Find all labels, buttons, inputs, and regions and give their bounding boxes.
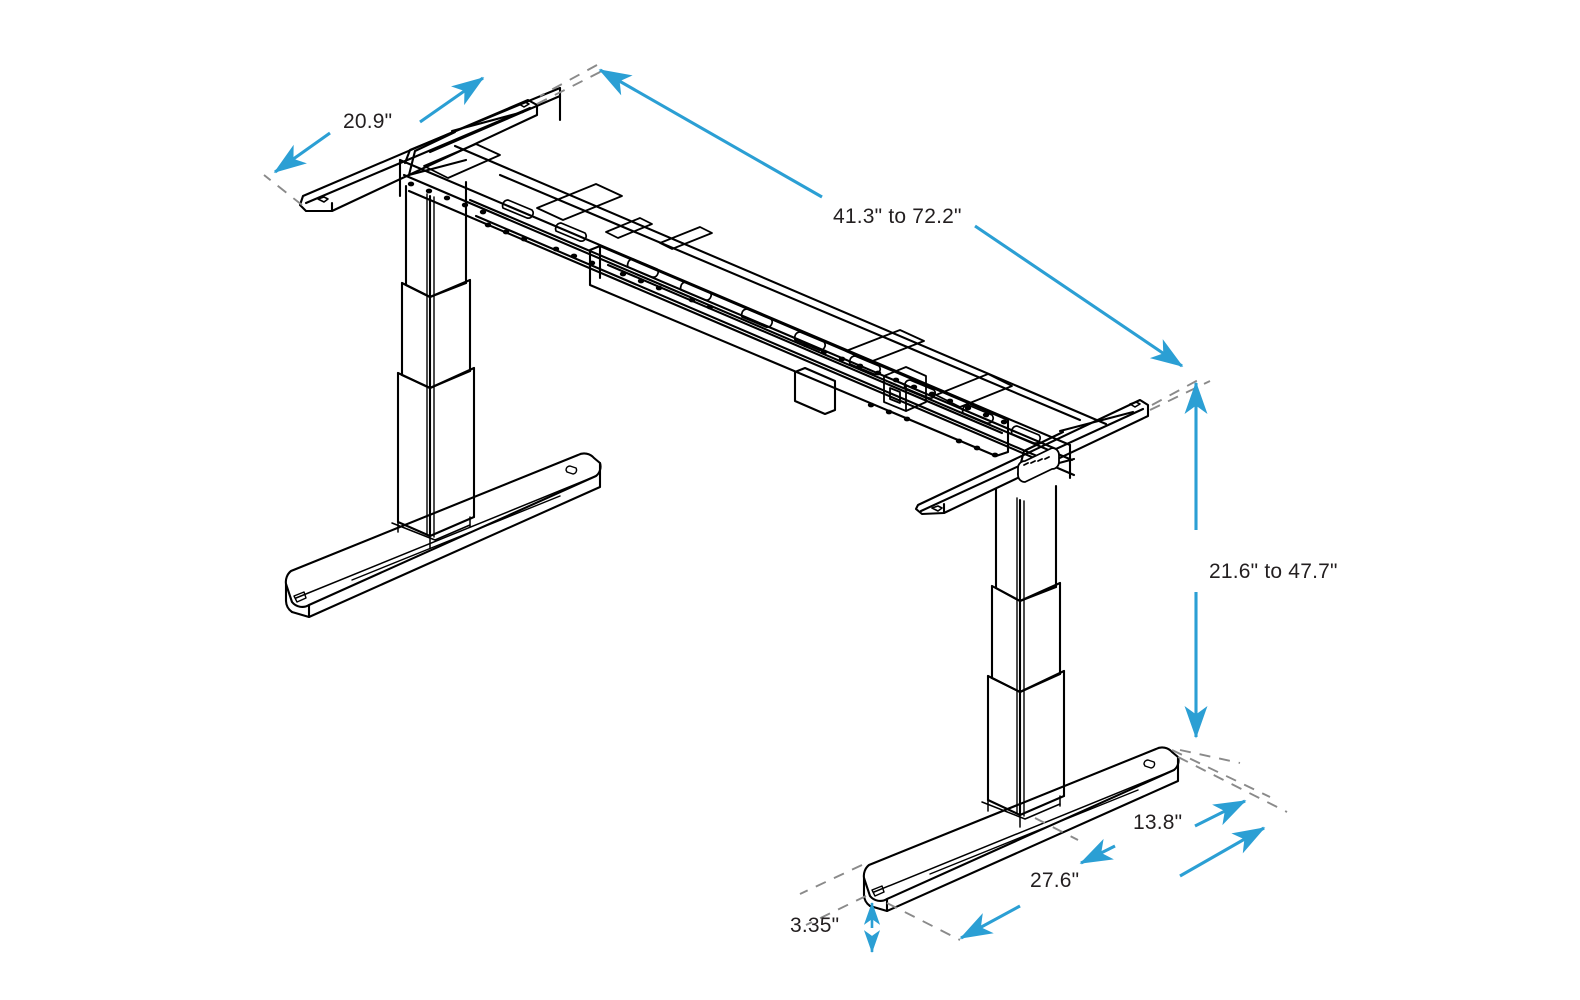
dim-depth-arrows	[273, 76, 485, 174]
dimension-arrows	[273, 68, 1266, 954]
dimension-label-foot-inner: 13.8"	[1133, 811, 1183, 834]
dimension-label-foot-length: 27.6"	[1030, 869, 1080, 892]
desk-frame-geometry	[284, 86, 1180, 913]
dimension-label-width-range: 41.3" to 72.2"	[833, 205, 962, 228]
right-column	[986, 484, 1066, 817]
extension-lines	[263, 64, 1288, 941]
crossbeam-cutouts	[423, 143, 1013, 408]
dim-foot-length-arrows	[959, 826, 1266, 940]
dimension-label-depth: 20.9"	[343, 110, 393, 133]
left-foot	[284, 452, 602, 619]
dim-width-arrows	[598, 68, 1184, 368]
crossbeam-slots	[501, 199, 1041, 444]
right-foot	[862, 746, 1180, 913]
dimension-label-foot-height: 3.35"	[790, 914, 840, 937]
left-column	[396, 180, 476, 538]
dim-foot-inner-arrows	[1079, 799, 1247, 865]
dimension-label-height-range: 21.6" to 47.7"	[1209, 560, 1338, 583]
gearbox	[883, 366, 927, 412]
crossbeam	[398, 86, 1108, 480]
control-keypad[interactable]	[1017, 447, 1060, 483]
